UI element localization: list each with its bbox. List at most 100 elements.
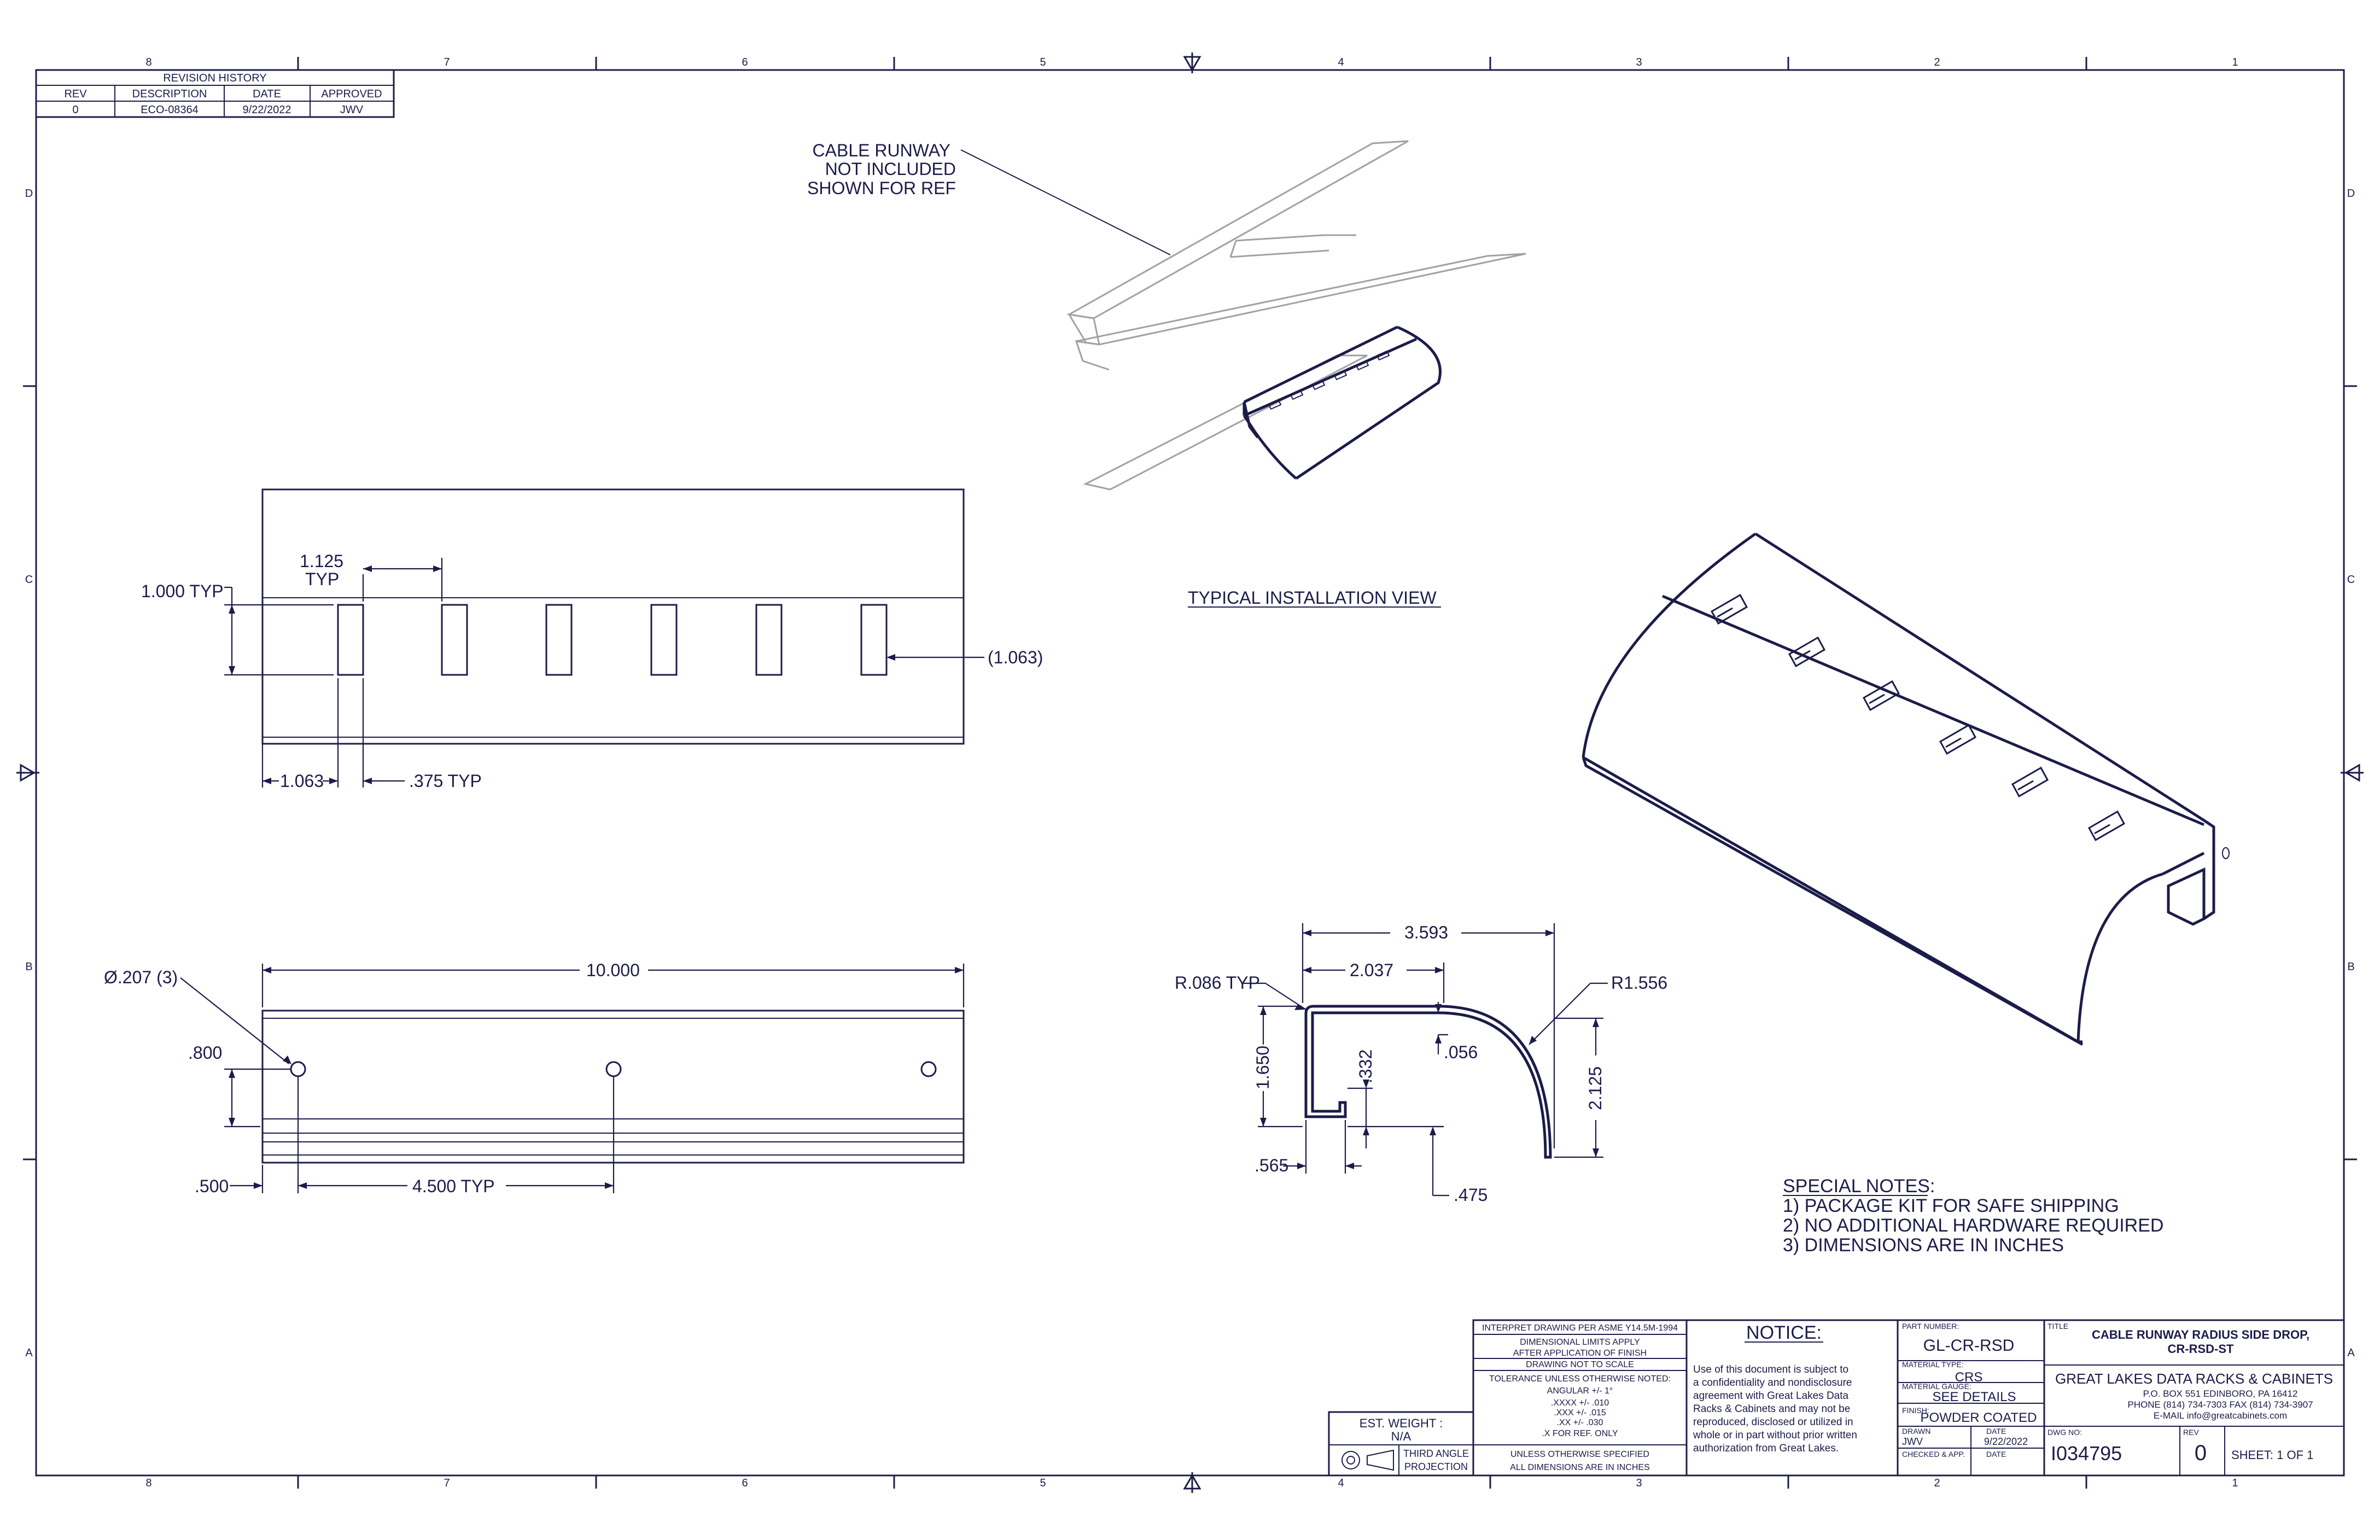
dim-outer-radius: R1.556 xyxy=(1611,973,1667,993)
zone-row-right-b: B xyxy=(2347,961,2354,973)
cable-runway-reference xyxy=(1066,140,1526,491)
dim-hole-edge: .500 xyxy=(195,1176,229,1196)
finish: POWDER COATED xyxy=(1921,1410,2037,1425)
notice-line-7: authorization from Great Lakes. xyxy=(1693,1443,1839,1454)
dim-thickness: .056 xyxy=(1444,1042,1478,1062)
slot-5 xyxy=(755,604,783,676)
special-notes-title: SPECIAL NOTES: xyxy=(1783,1176,1935,1197)
zone-col-bottom-6: 6 xyxy=(742,1477,748,1489)
dwg-no: I034795 xyxy=(2051,1442,2122,1465)
sheet-count: SHEET: 1 OF 1 xyxy=(2231,1448,2313,1462)
tolerance-line-2: DIMENSIONAL LIMITS APPLY xyxy=(1520,1338,1640,1347)
callout-leader xyxy=(960,149,1171,255)
est-weight-label: EST. WEIGHT : xyxy=(1360,1416,1443,1430)
side-view: Ø.207 (3) 10.000 .800 .500 4.500 TYP xyxy=(104,960,965,1196)
notice-line-5: reproduced, disclosed or utilized in xyxy=(1693,1416,1853,1428)
zone-col-bottom-8: 8 xyxy=(145,1477,151,1489)
centering-marks xyxy=(16,52,2364,1493)
drawn-date: 9/22/2022 xyxy=(1984,1436,2028,1447)
est-weight-value: N/A xyxy=(1391,1430,1411,1443)
drawn-label: DRAWN xyxy=(1902,1427,1930,1436)
zone-row-left-c: C xyxy=(25,574,33,586)
units-line-2: ALL DIMENSIONS ARE IN INCHES xyxy=(1510,1463,1649,1472)
dim-slot-spacing: 1.125 xyxy=(300,551,343,571)
zone-ticks xyxy=(23,57,2357,1489)
revision-history-title: REVISION HISTORY xyxy=(163,72,266,84)
special-note-1: 1) PACKAGE KIT FOR SAFE SHIPPING xyxy=(1783,1195,2119,1216)
slot-1 xyxy=(337,604,364,676)
tolerance-line-9: .XX +/- .030 xyxy=(1557,1418,1603,1427)
title-block: EST. WEIGHT : N/A THIRD ANGLE PROJECTION… xyxy=(1328,1319,2345,1477)
dim-start-offset: 1.063 xyxy=(280,771,324,791)
checked-label: CHECKED & APP. xyxy=(1902,1450,1965,1459)
drawing-title-line-2: CR-RSD-ST xyxy=(2168,1342,2235,1356)
zone-col-bottom-3: 3 xyxy=(1636,1477,1642,1489)
zone-row-right-a: A xyxy=(2347,1347,2355,1359)
title-label: TITLE xyxy=(2048,1322,2068,1331)
notice-line-2: a confidentiality and nondisclosure xyxy=(1693,1377,1852,1389)
notice-line-1: Use of this document is subject to xyxy=(1693,1364,1848,1375)
tolerance-line-4: DRAWING NOT TO SCALE xyxy=(1526,1360,1634,1369)
company-email: E-MAIL info@greatcabinets.com xyxy=(2154,1410,2287,1421)
notice-line-3: agreement with Great Lakes Data xyxy=(1693,1390,1849,1402)
revision-row-rev: 0 xyxy=(72,104,78,116)
profile-view: 3.593 2.037 R.086 TYP R1.556 .056 .565 .… xyxy=(1175,923,1667,1205)
notice-title: NOTICE: xyxy=(1746,1322,1822,1343)
dim-hole-pitch: 4.500 TYP xyxy=(412,1176,495,1196)
slot-3 xyxy=(545,604,573,676)
projection-line-1: THIRD ANGLE xyxy=(1403,1448,1469,1459)
dim-height-left: 1.650 xyxy=(1253,1046,1273,1089)
revision-col-description: DESCRIPTION xyxy=(132,88,207,100)
dim-hole-height: .800 xyxy=(188,1043,222,1063)
dim-profile-width: 3.593 xyxy=(1404,923,1448,942)
tolerance-line-6: ANGULAR +/- 1° xyxy=(1547,1386,1613,1396)
zone-col-top-1: 1 xyxy=(2232,56,2238,68)
zone-row-right-d: D xyxy=(2347,188,2355,200)
zone-row-right-c: C xyxy=(2347,574,2355,586)
drawn-by: JWV xyxy=(1902,1436,1923,1447)
top-view: 1.125 TYP 1.000 TYP (1.063) 1.063 .375 T… xyxy=(141,488,1043,791)
tolerance-line-7: .XXXX +/- .010 xyxy=(1551,1398,1609,1408)
zone-col-bottom-1: 1 xyxy=(2232,1477,2238,1489)
mount-hole-2 xyxy=(605,1061,622,1077)
tolerance-line-10: .X FOR REF. ONLY xyxy=(1542,1429,1618,1438)
material-type-label: MATERIAL TYPE: xyxy=(1902,1360,1964,1369)
rev-value: 0 xyxy=(2195,1441,2207,1465)
isometric-part-view xyxy=(1582,532,2230,1046)
slot-row xyxy=(337,604,888,676)
checked-date-label: DATE xyxy=(1986,1450,2006,1459)
material-gauge-label: MATERIAL GAUGE: xyxy=(1902,1382,1971,1391)
dim-slot-height: 1.000 TYP xyxy=(141,581,224,601)
special-notes: SPECIAL NOTES: 1) PACKAGE KIT FOR SAFE S… xyxy=(1783,1176,2163,1256)
revision-col-rev: REV xyxy=(64,88,87,100)
company-address: P.O. BOX 551 EDINBORO, PA 16412 xyxy=(2143,1389,2298,1399)
slot-6 xyxy=(860,604,888,676)
zone-col-top-8: 8 xyxy=(145,56,151,68)
notice-line-4: Racks & Cabinets and may not be xyxy=(1693,1403,1850,1415)
tolerance-line-8: .XXX +/- .015 xyxy=(1554,1408,1606,1418)
dim-lip-height: .332 xyxy=(1356,1049,1375,1083)
tolerance-line-3: AFTER APPLICATION OF FINISH xyxy=(1513,1349,1647,1358)
zone-col-top-4: 4 xyxy=(1338,56,1344,68)
mount-hole-3 xyxy=(920,1061,937,1077)
zone-row-left-d: D xyxy=(25,188,33,200)
revision-col-date: DATE xyxy=(253,88,281,100)
dim-hole-diameter: Ø.207 (3) xyxy=(104,967,178,987)
zone-row-left-a: A xyxy=(25,1347,33,1359)
zone-col-top-6: 6 xyxy=(742,56,748,68)
zone-col-bottom-4: 4 xyxy=(1338,1477,1344,1489)
dim-slot-width: .375 TYP xyxy=(409,771,482,791)
part-number: GL-CR-RSD xyxy=(1923,1337,2015,1355)
dim-profile-flat: 2.037 xyxy=(1350,960,1393,980)
notice-line-6: whole or in part without prior written xyxy=(1693,1430,1857,1441)
rev-label: REV xyxy=(2183,1428,2199,1437)
zone-col-top-7: 7 xyxy=(444,56,450,68)
dim-lip-offset: .565 xyxy=(1255,1156,1288,1175)
date-label: DATE xyxy=(1986,1427,2006,1436)
company-name: GREAT LAKES DATA RACKS & CABINETS xyxy=(2055,1370,2333,1387)
tolerance-line-5: TOLERANCE UNLESS OTHERWISE NOTED: xyxy=(1489,1374,1671,1384)
dim-inner-radius: R.086 TYP xyxy=(1175,973,1260,993)
revision-history-table: REVISION HISTORY REV DESCRIPTION DATE AP… xyxy=(35,69,395,118)
slot-4 xyxy=(650,604,678,676)
